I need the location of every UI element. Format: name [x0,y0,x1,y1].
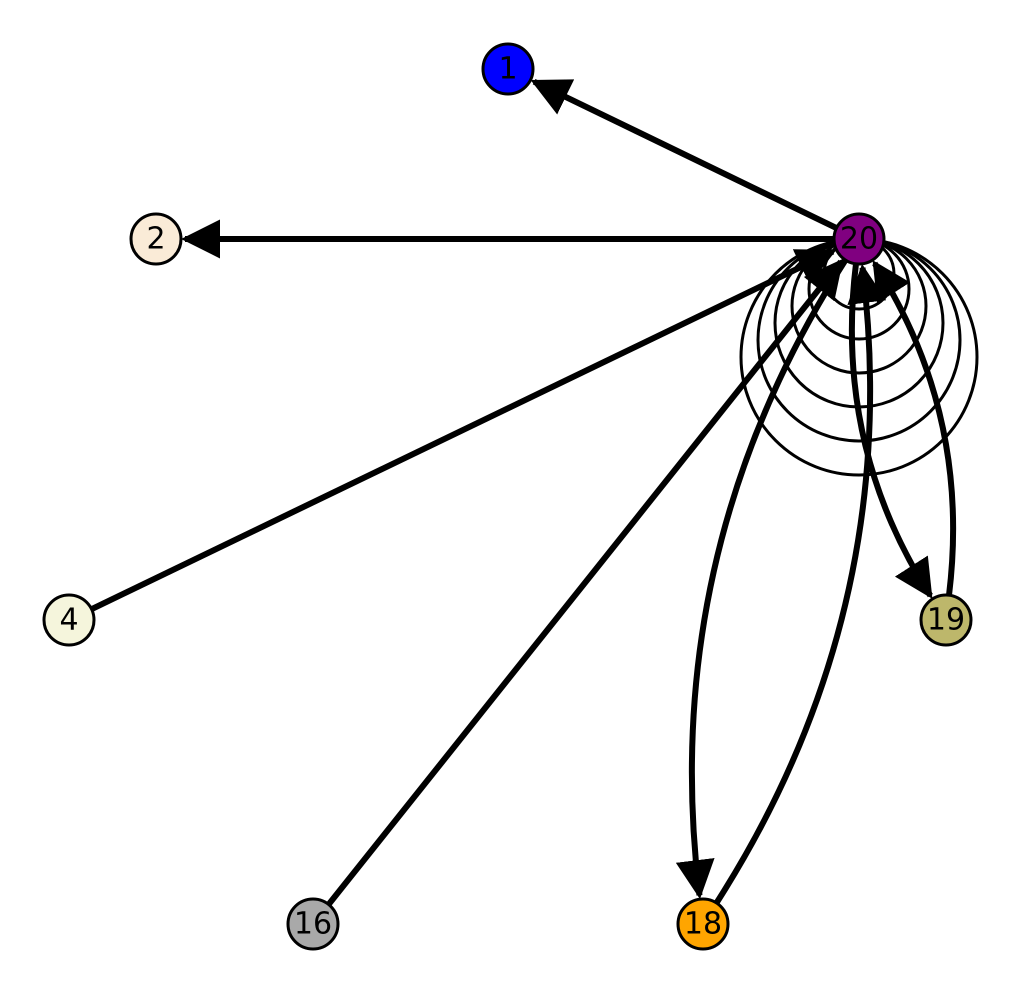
edge-20-to-1 [530,78,838,231]
edge-4-to-20 [90,248,837,612]
node-18[interactable]: 18 [676,897,730,951]
node-2[interactable]: 2 [129,212,183,266]
edge-18-to-20 [713,263,887,905]
edge-20-to-19 [848,263,933,599]
edge-19-to-20 [872,260,957,596]
node-19[interactable]: 19 [919,593,973,647]
node-16[interactable]: 16 [286,897,340,951]
node-circle [676,897,730,951]
node-circle [286,897,340,951]
node-circle [832,212,886,266]
node-label: 16 [294,907,332,942]
node-label: 1 [498,52,517,87]
node-circle [42,593,96,647]
edge-16-to-20 [326,258,844,907]
node-circle [129,212,183,266]
node-circle [919,593,973,647]
node-20[interactable]: 20 [832,212,886,266]
node-4[interactable]: 4 [42,593,96,647]
edge-20-to-18 [675,258,849,900]
node-circle [481,42,535,96]
node-label: 4 [59,603,78,638]
node-label: 2 [146,222,165,257]
node-label: 18 [684,907,722,942]
node-1[interactable]: 1 [481,42,535,96]
node-label: 20 [840,222,878,257]
node-label: 19 [927,603,965,638]
